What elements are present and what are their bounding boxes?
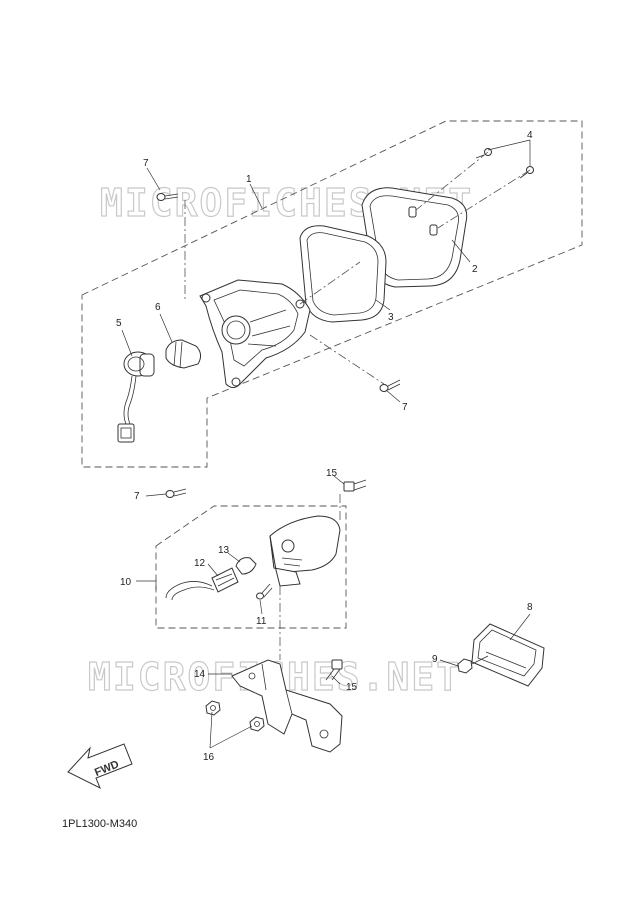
outer-lens [361, 187, 468, 288]
screw-7-middle [379, 379, 401, 392]
license-bracket [231, 659, 343, 753]
callout-6: 6 [155, 302, 161, 313]
screw-7-bottom [165, 488, 187, 498]
bulb-socket [117, 351, 155, 443]
callout-1: 1 [246, 174, 252, 185]
bolt-15-bottom [325, 659, 343, 681]
callout-16: 16 [203, 752, 215, 763]
nut-16b [249, 716, 265, 732]
callout-2: 2 [472, 264, 478, 275]
callout-13: 13 [218, 545, 230, 556]
callout-15-top: 15 [326, 468, 338, 479]
callout-12: 12 [194, 558, 206, 569]
leader-lines [121, 139, 531, 749]
screw-7-top [156, 193, 179, 201]
assembly-line-upper [184, 151, 531, 385]
nut-16a [205, 700, 221, 716]
reflector [471, 623, 545, 687]
bulb [165, 339, 202, 369]
callout-15-bottom: 15 [346, 682, 358, 693]
callout-10: 10 [120, 577, 132, 588]
license-socket [165, 567, 239, 601]
license-light-boundary [155, 505, 347, 629]
license-light-housing [269, 515, 341, 587]
callout-11: 11 [256, 616, 267, 627]
bolt-15-top [343, 479, 367, 492]
callout-3: 3 [388, 312, 394, 323]
callout-7-bottom: 7 [134, 491, 140, 502]
callout-14: 14 [194, 669, 206, 680]
screw-11 [256, 583, 273, 600]
callout-9: 9 [432, 654, 438, 665]
license-bulb [235, 557, 257, 575]
diagram-code: 1PL1300-M340 [62, 818, 138, 830]
callout-8: 8 [527, 602, 533, 613]
callout-4: 4 [527, 130, 533, 141]
nut-9 [457, 655, 489, 674]
taillight-housing [199, 279, 311, 388]
assembly-line-middle [279, 494, 341, 660]
fwd-arrow: FWD [67, 743, 133, 790]
callout-7-top: 7 [143, 158, 149, 169]
callout-5: 5 [116, 318, 122, 329]
callout-7-middle: 7 [402, 402, 408, 413]
